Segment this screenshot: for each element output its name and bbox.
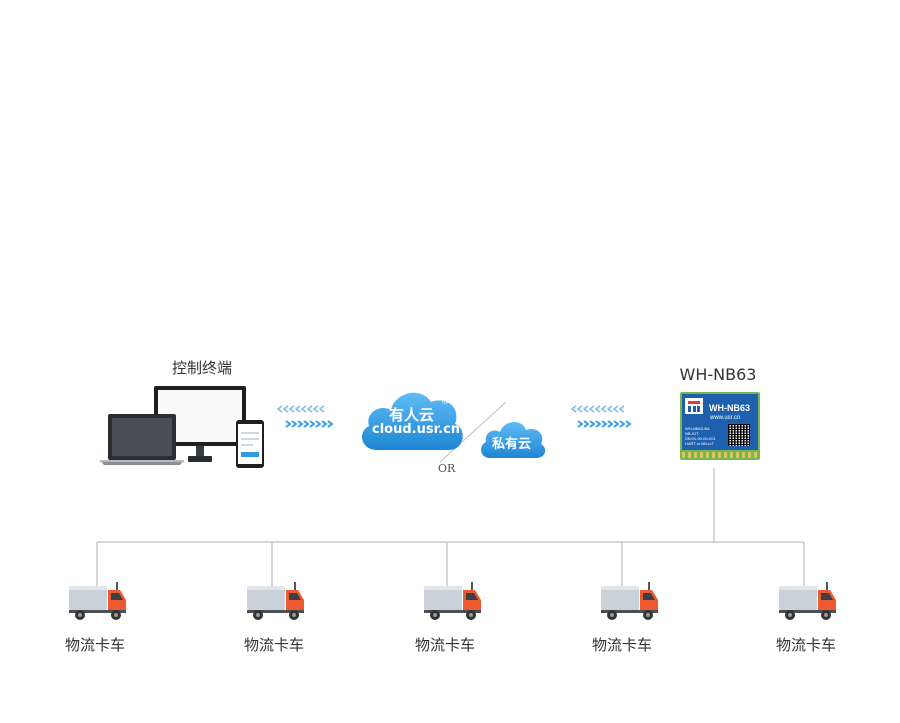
main-cloud-title: 有人云: [389, 406, 435, 424]
chip-title: WH-NB63: [709, 403, 751, 413]
truck-icon: [779, 582, 836, 620]
truck-icon: [601, 582, 658, 620]
chevrons-in-left-icon: [276, 405, 325, 413]
signal-chevrons-left: [276, 405, 334, 428]
or-divider: [439, 401, 507, 463]
chip-pins: [682, 452, 758, 458]
chip-line-2: NB-IOT: [685, 431, 699, 436]
truck-icon: [424, 582, 481, 620]
nb-module-chip: WH-NB63 www.usr.cn WH-NB63-BA NB-IOT SN:…: [680, 392, 760, 460]
or-label: OR: [438, 462, 456, 475]
signal-chevrons-right: [570, 405, 632, 428]
module-label: WH-NB63: [679, 365, 757, 384]
main-cloud-url: cloud.usr.cn: [372, 422, 461, 437]
qr-code-icon: [728, 424, 750, 446]
truck-label-3: 物流卡车: [414, 636, 476, 654]
chevrons-out-right-icon: [577, 420, 632, 428]
control-terminal-devices: [100, 386, 264, 468]
truck-label-4: 物流卡车: [591, 636, 653, 654]
chevrons-out-left-icon: [285, 420, 334, 428]
private-cloud-icon: [481, 421, 546, 458]
truck-icon: [69, 582, 126, 620]
private-cloud-title: 私有云: [492, 437, 532, 452]
main-cloud-icon: [362, 392, 463, 450]
chevrons-in-right-icon: [570, 405, 625, 413]
truck-label-5: 物流卡车: [775, 636, 837, 654]
chip-face: WH-NB63 www.usr.cn WH-NB63-BA NB-IOT SN:…: [682, 394, 758, 450]
chip-line-3: SN:01-00-00-001: [685, 436, 716, 441]
phone-icon: [236, 420, 264, 468]
chip-url: www.usr.cn: [710, 415, 741, 421]
usr-logo-icon: [685, 398, 703, 414]
chip-line-4: UART to NB-IoT: [685, 441, 714, 446]
truck-label-1: 物流卡车: [64, 636, 126, 654]
truck-icon: [247, 582, 304, 620]
terminal-label: 控制终端: [171, 359, 233, 377]
truck-label-2: 物流卡车: [243, 636, 305, 654]
laptop-icon: [100, 414, 184, 465]
chip-line-1: WH-NB63-BA: [685, 426, 710, 431]
registered-mark: ®: [441, 397, 450, 407]
